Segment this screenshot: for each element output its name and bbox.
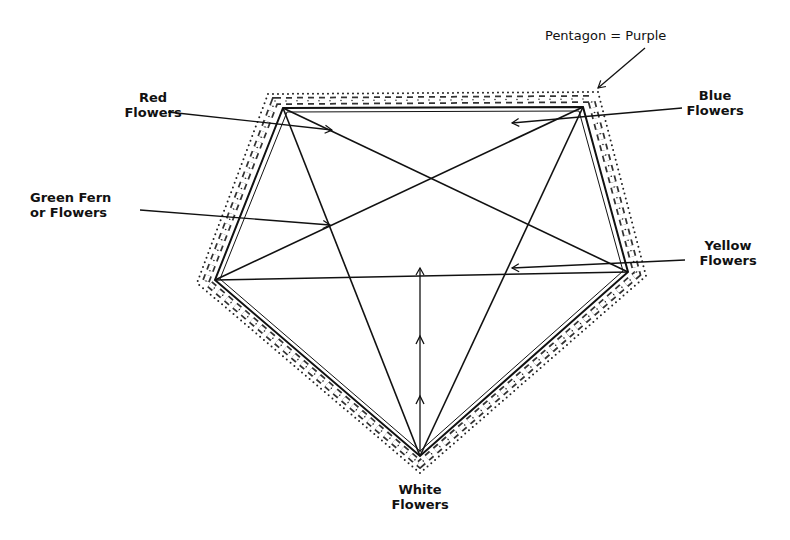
region-label: Yellow Flowers (688, 238, 768, 268)
region-label: Green Fern or Flowers (30, 190, 130, 220)
leader-lines (140, 48, 685, 452)
region-label: White Flowers (385, 482, 455, 512)
region-label: Blue Flowers (680, 88, 750, 118)
pentagon-color-label: Pentagon = Purple (545, 28, 695, 43)
lace-border (197, 92, 646, 473)
pentagram (215, 107, 628, 456)
region-label: Red Flowers (118, 90, 188, 120)
pentagon-outline (215, 107, 628, 456)
pentagon-inner-outline (220, 111, 623, 451)
